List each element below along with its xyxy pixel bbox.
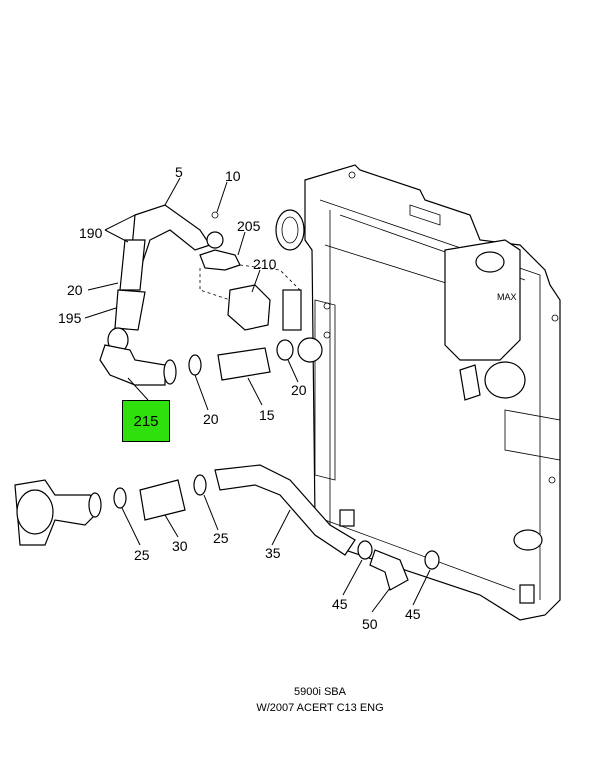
callout-35[interactable]: 35 xyxy=(265,545,281,561)
callout-30[interactable]: 30 xyxy=(172,538,188,554)
callout-205[interactable]: 205 xyxy=(237,218,261,234)
callout-210[interactable]: 210 xyxy=(253,256,277,272)
callout-45-right[interactable]: 45 xyxy=(405,606,421,622)
upper-hose-assembly xyxy=(99,204,301,386)
callout-10[interactable]: 10 xyxy=(225,168,241,184)
callout-195[interactable]: 195 xyxy=(58,310,82,326)
callout-190[interactable]: 190 xyxy=(79,225,103,241)
caption-engine: W/2007 ACERT C13 ENG xyxy=(256,702,384,714)
callout-50[interactable]: 50 xyxy=(362,616,378,632)
callout-25-left[interactable]: 25 xyxy=(134,547,150,563)
callout-15[interactable]: 15 xyxy=(259,407,275,423)
callout-20-center[interactable]: 20 xyxy=(203,411,219,427)
callout-20-right[interactable]: 20 xyxy=(291,382,307,398)
callout-25-right[interactable]: 25 xyxy=(213,530,229,546)
lower-hose-assembly xyxy=(14,464,440,591)
caption-model: 5900i SBA xyxy=(294,686,346,698)
callout-20-upper-left[interactable]: 20 xyxy=(67,282,83,298)
radiator-assembly xyxy=(275,164,561,621)
callout-45-left[interactable]: 45 xyxy=(332,596,348,612)
highlighted-callout-215[interactable]: 215 xyxy=(122,400,170,442)
diagram-caption: 5900i SBA W/2007 ACERT C13 ENG xyxy=(0,684,610,716)
max-fill-label: MAX xyxy=(497,292,517,302)
callout-5[interactable]: 5 xyxy=(175,164,183,180)
leader-lines xyxy=(84,177,431,613)
